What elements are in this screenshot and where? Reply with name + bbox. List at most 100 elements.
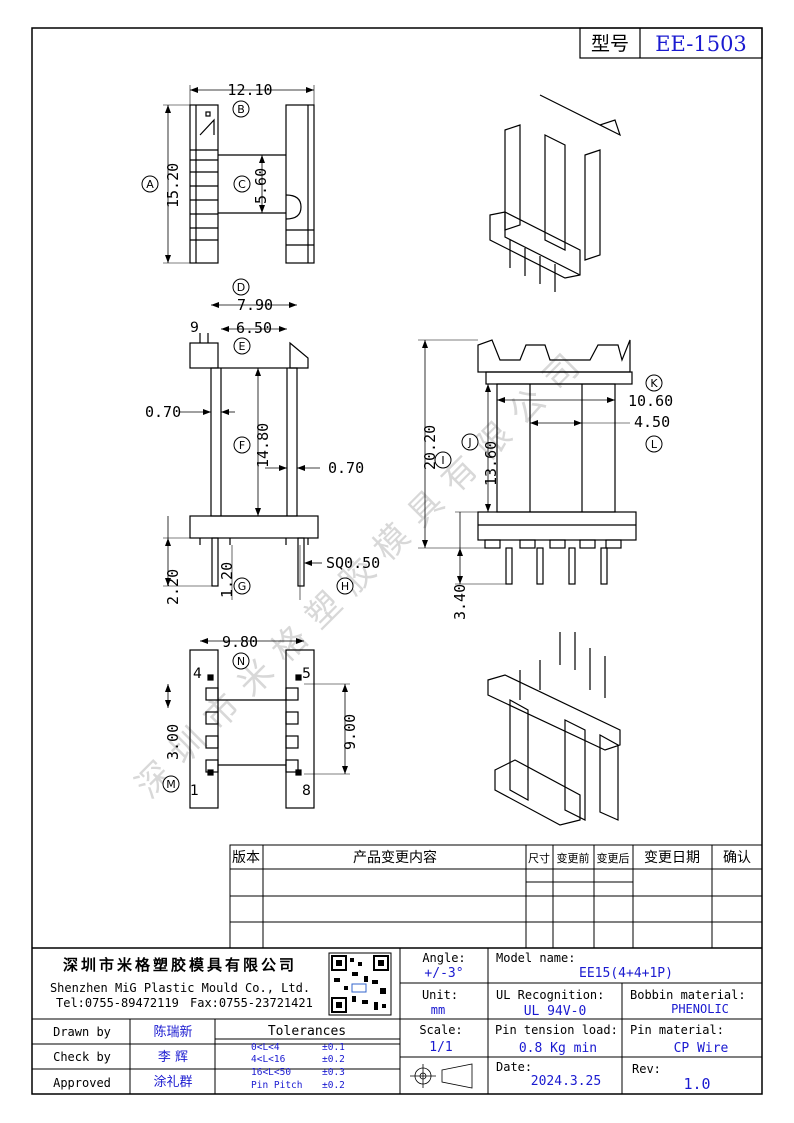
company-tel: Tel:0755-89472119 bbox=[56, 996, 179, 1010]
tol-range-4: Pin Pitch bbox=[251, 1080, 302, 1091]
marker-circle-i bbox=[434, 451, 452, 469]
dim-front-wall-left: 0.70 bbox=[145, 403, 181, 421]
approved-label: Approved bbox=[53, 1076, 111, 1090]
marker-circle-f bbox=[233, 436, 251, 454]
marker-circle-m bbox=[162, 775, 180, 793]
marker-circle-c bbox=[233, 175, 251, 193]
marker-circle-a bbox=[141, 175, 159, 193]
company-fax: Fax:0755-23721421 bbox=[190, 996, 313, 1010]
side-view bbox=[418, 339, 637, 585]
bottom-view bbox=[165, 638, 350, 809]
pin-tension-label: Pin tension load: bbox=[495, 1023, 618, 1037]
marker-m: M bbox=[166, 778, 176, 791]
unit-label: Unit: bbox=[422, 988, 458, 1002]
model-header-label: 型号 bbox=[591, 33, 629, 55]
tol-val-1: ±0.1 bbox=[322, 1042, 345, 1053]
marker-c: C bbox=[238, 178, 246, 191]
marker-circle-b bbox=[232, 100, 250, 118]
angle-value: +/-3° bbox=[424, 966, 463, 981]
marker-circle-j bbox=[461, 433, 479, 451]
ul-value: UL 94V-0 bbox=[524, 1004, 587, 1019]
drawn-by-value: 陈瑞新 bbox=[153, 1024, 192, 1040]
pin-number-1: 1 bbox=[190, 783, 199, 799]
dim-bottom-pitch-left: 3.00 bbox=[164, 724, 182, 760]
marker-d: D bbox=[237, 281, 245, 294]
model-header-value: EE-1503 bbox=[655, 32, 747, 56]
marker-circle-g bbox=[233, 577, 251, 595]
qr-code bbox=[328, 952, 392, 1016]
dim-bottom-span: 9.00 bbox=[341, 714, 359, 750]
marker-a: A bbox=[146, 178, 154, 191]
rev-value: 1.0 bbox=[683, 1075, 710, 1093]
rev-header-after: 变更后 bbox=[597, 851, 630, 865]
tol-range-1: 0<L<4 bbox=[251, 1042, 280, 1053]
marker-circle-e bbox=[233, 337, 251, 355]
title-block bbox=[32, 947, 762, 1094]
marker-h: H bbox=[341, 580, 349, 593]
tol-val-3: ±0.3 bbox=[322, 1067, 345, 1078]
dim-pin-stub: 1.20 bbox=[218, 562, 236, 598]
marker-j: J bbox=[467, 436, 471, 449]
view-markers: A B C D E F G H I J K L M N bbox=[141, 100, 663, 793]
rev-header-content: 产品变更内容 bbox=[353, 849, 437, 866]
check-by-value: 李 辉 bbox=[158, 1050, 188, 1065]
tolerances-title: Tolerances bbox=[268, 1024, 346, 1039]
bobbin-material-value: PHENOLIC bbox=[671, 1002, 729, 1016]
isometric-view-bottom bbox=[487, 632, 621, 826]
dim-side-width-inner: 4.50 bbox=[634, 413, 670, 431]
tol-range-3: 16<L<50 bbox=[251, 1067, 291, 1078]
dim-front-wall-right: 0.70 bbox=[328, 459, 364, 477]
model-header: 型号 EE-1503 bbox=[579, 27, 763, 59]
marker-b: B bbox=[237, 103, 245, 116]
marker-f: F bbox=[239, 439, 245, 452]
company-name-cn: 深圳市米格塑胶模具有限公司 bbox=[63, 956, 297, 974]
date-value: 2024.3.25 bbox=[531, 1074, 601, 1089]
dim-front-inner: 6.50 bbox=[236, 319, 272, 337]
marker-e: E bbox=[239, 340, 246, 353]
marker-n: N bbox=[237, 655, 245, 668]
top-view bbox=[163, 85, 315, 264]
marker-k: K bbox=[650, 377, 658, 390]
scale-value: 1/1 bbox=[429, 1040, 452, 1055]
tol-val-4: ±0.2 bbox=[322, 1080, 345, 1091]
tol-range-2: 4<L<16 bbox=[251, 1054, 286, 1065]
marker-circle-k bbox=[645, 374, 663, 392]
check-by-label: Check by bbox=[53, 1050, 111, 1064]
ul-label: UL Recognition: bbox=[496, 988, 604, 1002]
front-view bbox=[163, 302, 322, 600]
dim-pin-len: 2.20 bbox=[164, 569, 182, 605]
marker-circle-l bbox=[645, 435, 663, 453]
tol-val-2: ±0.2 bbox=[322, 1054, 345, 1065]
pin-material-label: Pin material: bbox=[630, 1023, 724, 1037]
dim-front-width: 7.90 bbox=[237, 296, 273, 314]
dim-pin-square: SQ0.50 bbox=[326, 554, 380, 572]
dim-top-width: 12.10 bbox=[227, 81, 272, 99]
pin-number-4: 4 bbox=[193, 666, 202, 682]
marker-l: L bbox=[651, 438, 658, 451]
pin-number-9: 9 bbox=[190, 320, 199, 336]
pin-material-value: CP Wire bbox=[674, 1041, 729, 1056]
dim-top-height: 15.20 bbox=[164, 163, 182, 208]
rev-header-version: 版本 bbox=[232, 850, 260, 866]
pin-number-8: 8 bbox=[302, 783, 311, 799]
model-name-value: EE15(4+4+1P) bbox=[579, 966, 673, 981]
drawn-by-label: Drawn by bbox=[53, 1025, 111, 1039]
company-name-en: Shenzhen MiG Plastic Mould Co., Ltd. bbox=[50, 981, 310, 995]
marker-g: G bbox=[238, 580, 247, 593]
marker-circle-n bbox=[232, 652, 250, 670]
dim-side-height: 20.20 bbox=[421, 425, 439, 470]
approved-value: 涂礼群 bbox=[153, 1074, 192, 1090]
marker-circle-h bbox=[336, 577, 354, 595]
dim-top-inner: 5.60 bbox=[252, 168, 270, 204]
rev-header-date: 变更日期 bbox=[644, 850, 700, 866]
rev-header-confirm: 确认 bbox=[723, 850, 751, 866]
date-label: Date: bbox=[496, 1060, 532, 1074]
rev-label: Rev: bbox=[632, 1062, 661, 1076]
projection-symbol-icon bbox=[410, 1063, 473, 1089]
dim-front-height: 14.80 bbox=[254, 423, 272, 468]
model-name-label: Model name: bbox=[496, 951, 575, 965]
isometric-view-top bbox=[489, 94, 622, 292]
marker-i: I bbox=[441, 454, 444, 467]
scale-label: Scale: bbox=[419, 1023, 462, 1037]
